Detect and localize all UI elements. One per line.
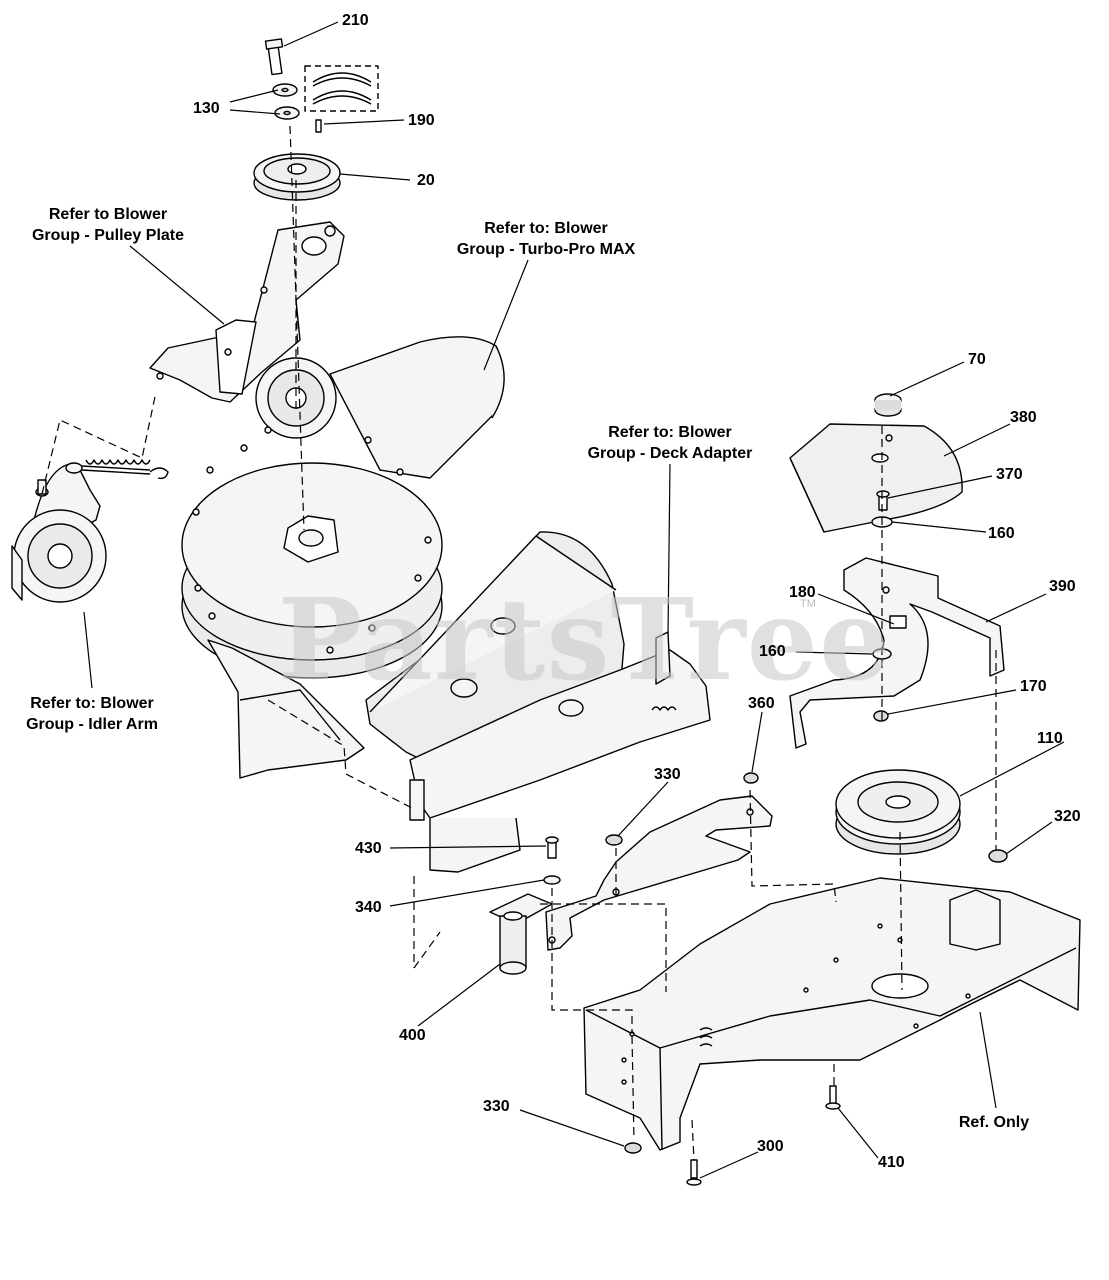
label-190: 190 <box>408 112 435 129</box>
label-380: 380 <box>1010 409 1037 426</box>
washer-340 <box>543 875 561 885</box>
ref-idler-arm-line1: Refer to: Blower <box>30 695 154 712</box>
ref-idler-arm-line2: Group - Idler Arm <box>26 716 158 733</box>
watermark: PartsTree <box>278 575 892 706</box>
spacer-detail-box <box>304 65 379 112</box>
blower-housing <box>329 336 505 479</box>
ref-turbo-pro-line2: Group - Turbo-Pro MAX <box>456 241 636 258</box>
deck-ref-only <box>583 877 1081 1151</box>
label-370: 370 <box>996 466 1023 483</box>
nut-320 <box>988 849 1008 863</box>
pulley-110 <box>835 769 961 855</box>
nut-170 <box>873 710 889 722</box>
knob-70 <box>874 393 902 417</box>
bolt-210 <box>264 38 284 76</box>
label-170: 170 <box>1020 678 1047 695</box>
label-160-upper: 160 <box>988 525 1015 542</box>
ref-deck-adapter-line2: Group - Deck Adapter <box>587 445 753 462</box>
ref-pulley-plate: Refer to Blower Group - Pulley Plate <box>28 204 188 246</box>
ref-turbo-pro-line1: Refer to: Blower <box>484 220 608 237</box>
label-300: 300 <box>757 1138 784 1155</box>
label-320: 320 <box>1054 808 1081 825</box>
ref-pulley-plate-line2: Group - Pulley Plate <box>31 227 185 244</box>
spindle-400 <box>489 893 553 975</box>
deck-adapter <box>365 531 711 873</box>
label-340: 340 <box>355 899 382 916</box>
label-330-upper: 330 <box>654 766 681 783</box>
key-190 <box>315 119 322 133</box>
label-400: 400 <box>399 1027 426 1044</box>
blower-disc <box>181 426 443 679</box>
ref-only-label: Ref. Only <box>958 1114 1030 1131</box>
label-110: 110 <box>1037 730 1063 747</box>
label-430: 430 <box>355 840 382 857</box>
idler-pulley-upper <box>255 357 337 439</box>
label-180: 180 <box>789 584 816 601</box>
blower-chute <box>207 639 365 779</box>
bolt-300 <box>690 1159 698 1179</box>
label-160-lower: 160 <box>759 643 786 660</box>
label-130: 130 <box>193 100 220 117</box>
label-330-lower: 330 <box>483 1098 510 1115</box>
ref-deck-adapter-line1: Refer to: Blower <box>608 424 732 441</box>
ref-pulley-plate-line1: Refer to Blower <box>48 206 168 223</box>
nut-330-lower <box>624 1142 642 1154</box>
label-20: 20 <box>417 172 435 189</box>
ref-idler-arm: Refer to: Blower Group - Idler Arm <box>14 693 170 735</box>
watermark-tm: TM <box>800 598 816 610</box>
nut-360 <box>743 772 759 784</box>
ref-deck-adapter: Refer to: Blower Group - Deck Adapter <box>572 422 768 464</box>
cover-380 <box>789 423 963 533</box>
idler-arm <box>11 459 169 603</box>
pulley-20 <box>253 153 341 201</box>
ref-turbo-pro: Refer to: Blower Group - Turbo-Pro MAX <box>442 218 650 260</box>
pulley-plate <box>149 221 345 403</box>
label-410: 410 <box>878 1154 905 1171</box>
nut-330-upper <box>605 834 623 846</box>
label-70: 70 <box>968 351 986 368</box>
label-390: 390 <box>1049 578 1076 595</box>
label-210: 210 <box>342 12 369 29</box>
label-360: 360 <box>748 695 775 712</box>
bolt-410 <box>829 1085 837 1105</box>
